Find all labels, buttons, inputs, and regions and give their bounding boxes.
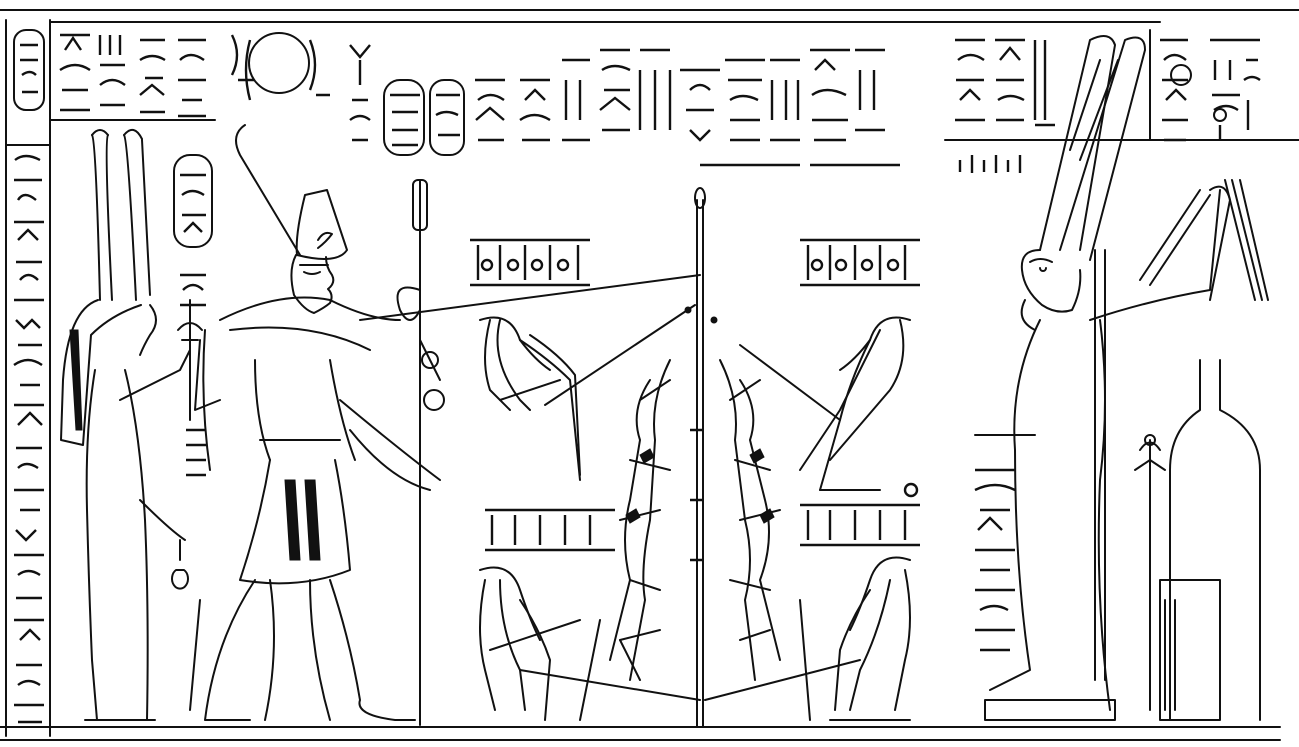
top-hieroglyph-band	[59, 32, 1261, 173]
pole-climbers	[609, 306, 781, 681]
queen-figure	[60, 128, 203, 721]
frame	[0, 9, 1299, 741]
king-figure	[189, 124, 445, 726]
rope-pullers-lower-right	[800, 503, 920, 721]
left-hieroglyph-column	[13, 29, 45, 724]
deity-min-figure	[974, 35, 1269, 721]
queen-cartouche	[173, 154, 213, 477]
shrine-structure	[1134, 359, 1261, 721]
rope-pullers-upper-left	[470, 238, 590, 481]
rope-pullers-lower-left	[479, 508, 615, 721]
central-pole	[359, 187, 861, 728]
rope-pullers-upper-right	[799, 238, 920, 498]
